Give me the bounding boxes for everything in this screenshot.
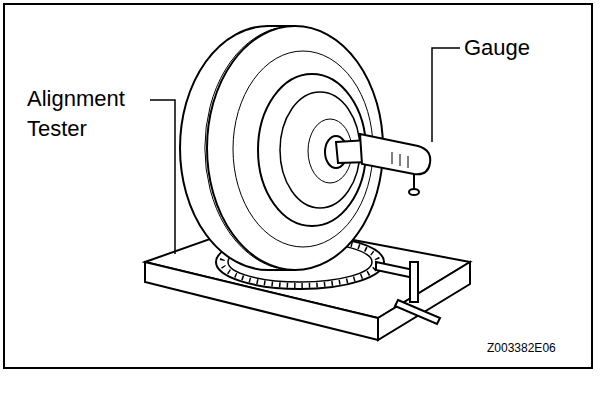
tire-sidewall [207, 26, 383, 270]
figure-code: Z003382E06 [487, 340, 587, 356]
leader-line [432, 48, 460, 142]
figure-frame [4, 4, 592, 368]
gauge-body [360, 134, 430, 174]
leader-line [150, 100, 175, 254]
gauge-screw-head [409, 189, 419, 195]
gauge-mark [400, 154, 401, 166]
lock-handle [395, 300, 440, 324]
part-name: Alignment Tester [27, 84, 145, 144]
gauge-mark [408, 156, 409, 168]
gauge-mark [392, 152, 393, 164]
lock-bar [376, 262, 414, 278]
gauge-screw [413, 174, 415, 190]
lock-pin [410, 262, 418, 302]
sidewall-line [233, 51, 373, 247]
part-name: Gauge [464, 35, 574, 61]
